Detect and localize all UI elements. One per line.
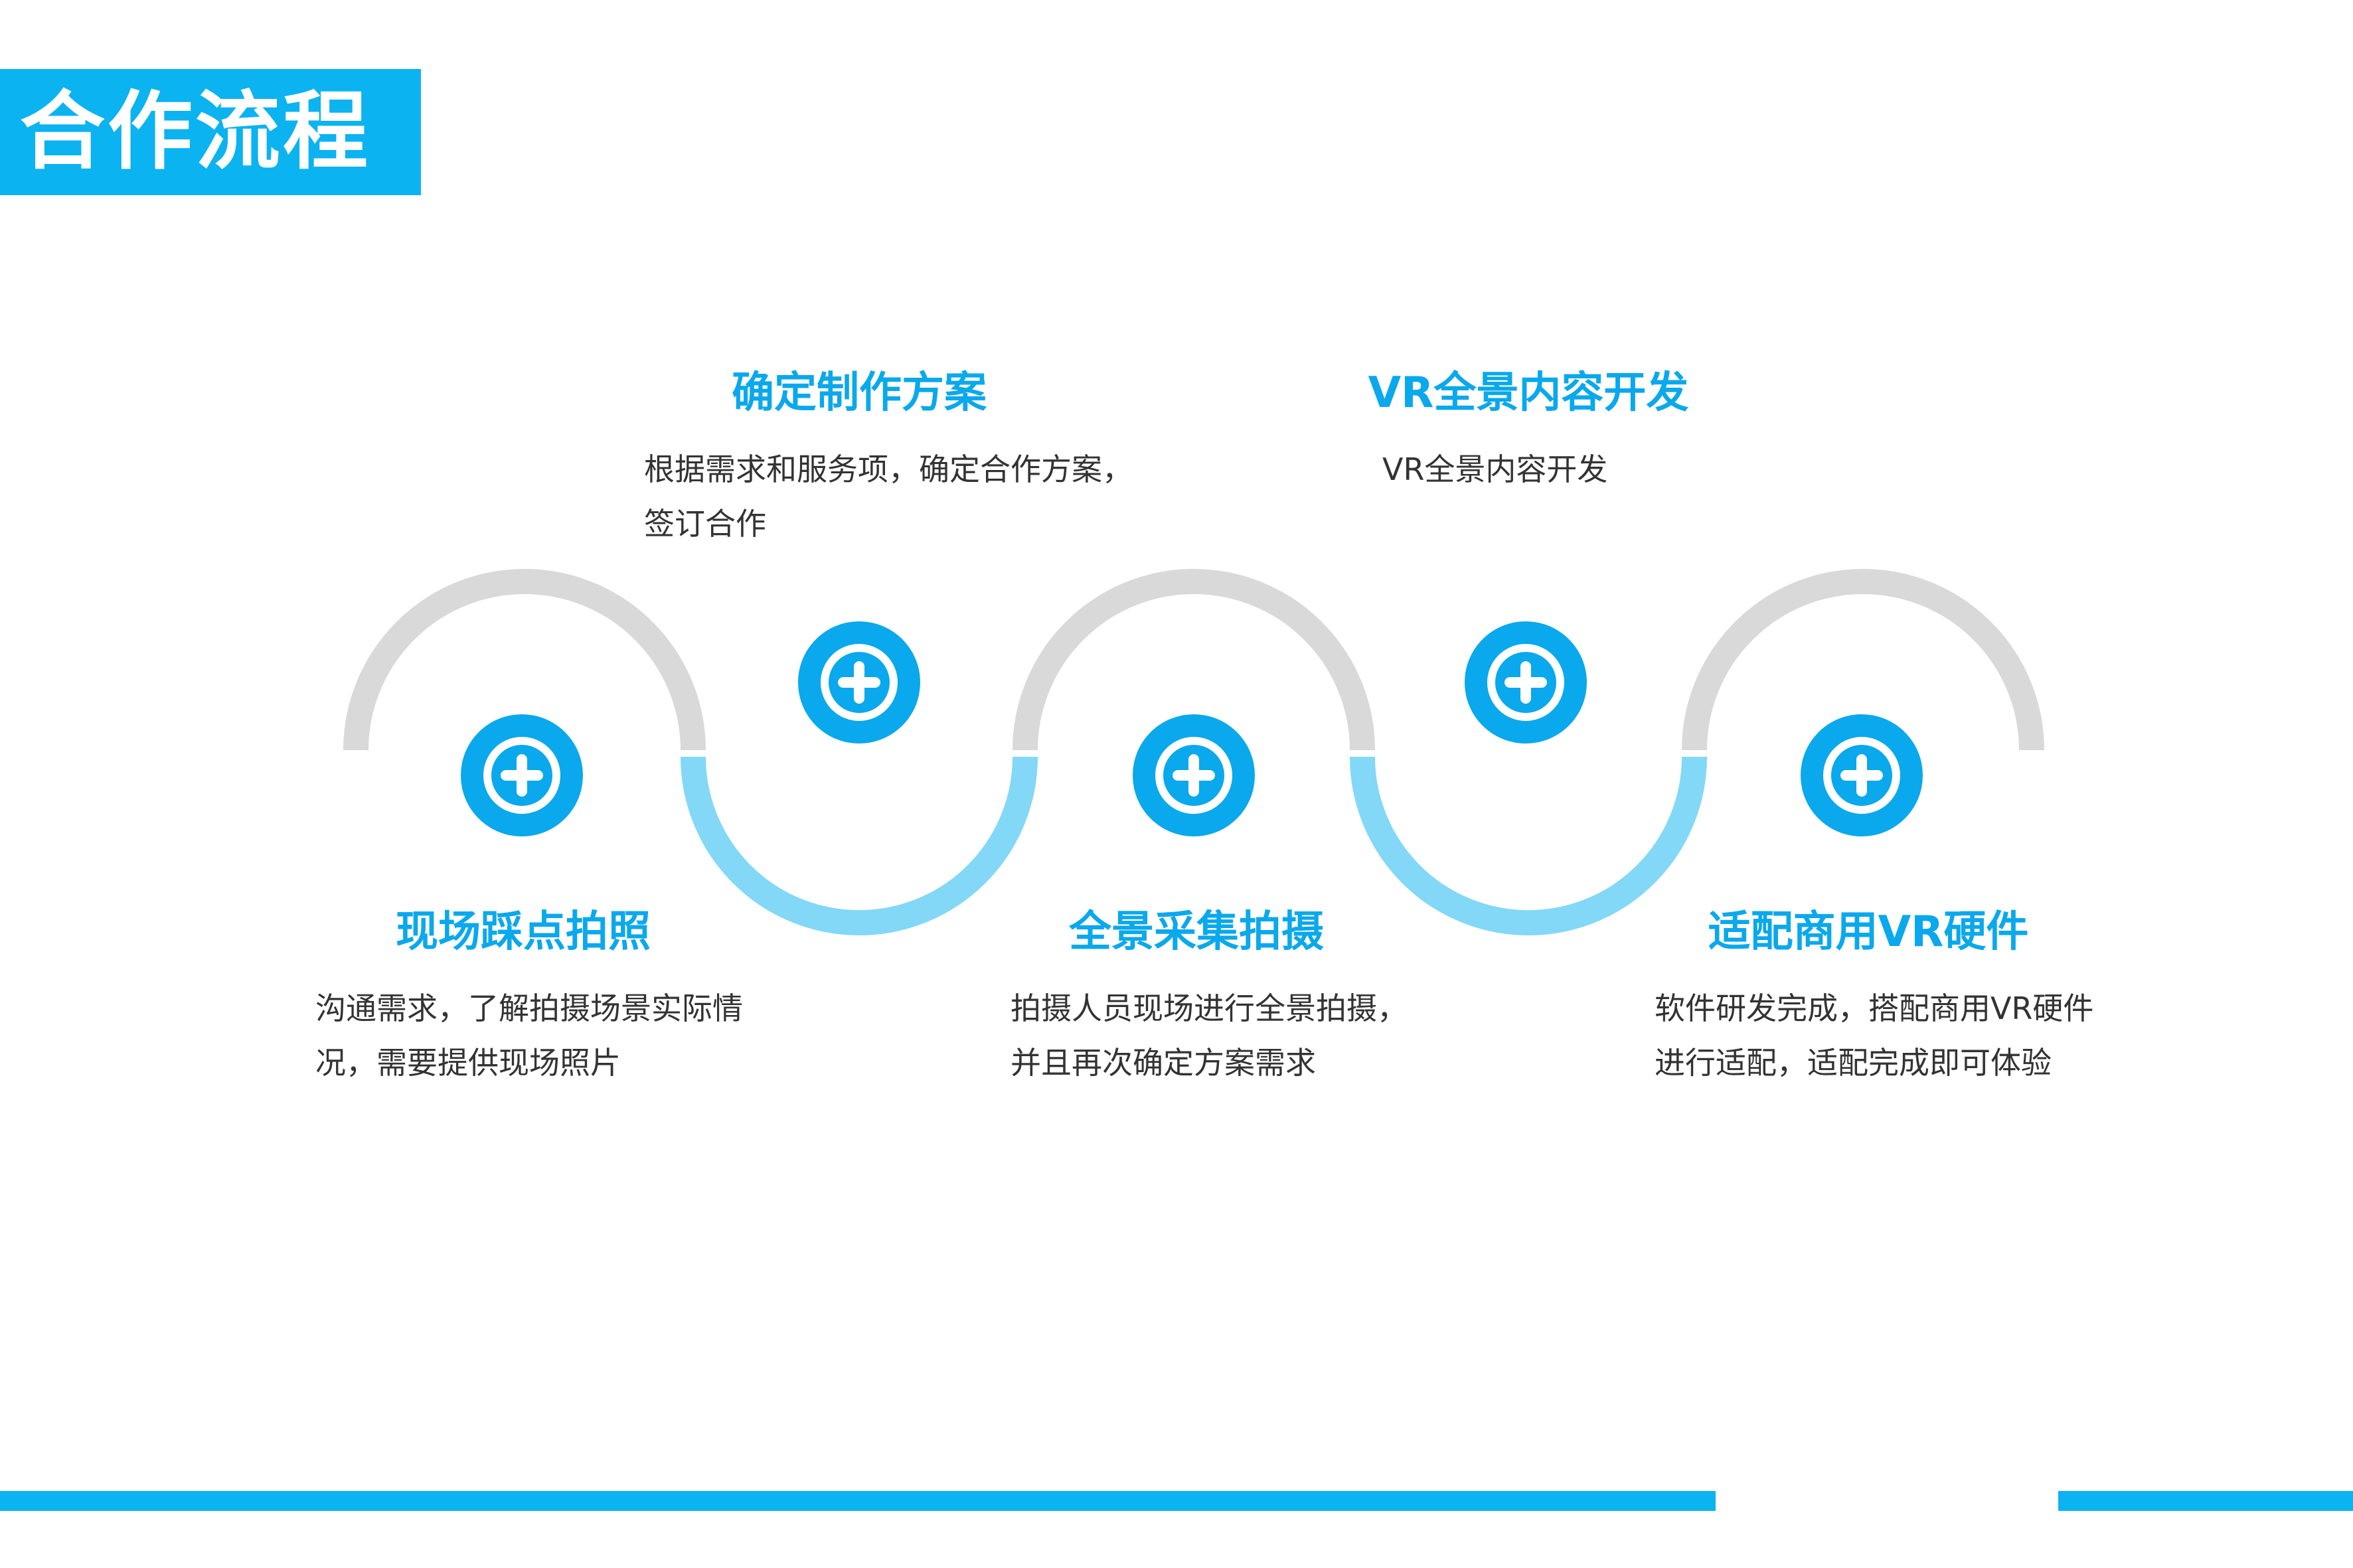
step-3-node: [1133, 714, 1255, 836]
step-5-desc-line-2: 进行适配，适配完成即可体验: [1655, 1045, 2052, 1081]
blue-arc-1: [681, 756, 1038, 935]
gray-arc-3: [1682, 569, 2044, 751]
step-3-desc-line-1: 拍摄人员现场进行全景拍摄，: [1011, 990, 1408, 1026]
step-5-description: 软件研发完成，搭配商用VR硬件 进行适配，适配完成即可体验: [1655, 981, 2133, 1090]
step-5-node: [1801, 714, 1923, 836]
page-title-banner: 合作流程: [0, 69, 421, 195]
step-3-title: 全景采集拍摄: [1069, 907, 1324, 957]
footer-bar-left: [0, 1491, 1716, 1511]
step-1-description: 沟通需求，了解拍摄场景实际情 况，需要提供现场照片: [315, 981, 793, 1090]
plus-circle-icon: [798, 621, 920, 744]
plus-circle-icon: [1465, 621, 1587, 744]
step-1-desc-line-2: 况，需要提供现场照片: [315, 1045, 621, 1081]
plus-circle-icon: [1133, 714, 1255, 836]
plus-circle-icon: [461, 714, 583, 836]
plus-circle-icon: [1801, 714, 1923, 836]
step-5-desc-line-1: 软件研发完成，搭配商用VR硬件: [1655, 990, 2094, 1026]
step-1-desc-line-1: 沟通需求，了解拍摄场景实际情: [315, 990, 743, 1026]
step-2-desc-line-1: 根据需求和服务项，确定合作方案，: [644, 451, 1133, 487]
step-4-title: VR全景内容开发: [1368, 368, 1689, 418]
step-4-description: VR全景内容开发: [1382, 442, 1860, 497]
step-2-node: [798, 621, 920, 744]
step-5-title: 适配商用VR硬件: [1708, 907, 2029, 957]
step-3-description: 拍摄人员现场进行全景拍摄， 并且再次确定方案需求: [1011, 981, 1489, 1090]
footer-bar-right: [2058, 1491, 2353, 1511]
step-4-desc-line-1: VR全景内容开发: [1382, 451, 1608, 487]
gray-arc-2: [1013, 569, 1375, 751]
step-2-title: 确定制作方案: [732, 368, 987, 418]
page-title: 合作流程: [20, 82, 371, 181]
step-4-node: [1465, 621, 1587, 744]
blue-arc-2: [1350, 756, 1707, 935]
gray-arc-1: [343, 569, 706, 751]
step-3-desc-line-2: 并且再次确定方案需求: [1011, 1045, 1316, 1081]
step-1-node: [461, 714, 583, 836]
step-2-description: 根据需求和服务项，确定合作方案， 签订合作: [644, 442, 1133, 551]
step-2-desc-line-2: 签订合作: [644, 506, 766, 542]
step-1-title: 现场踩点拍照: [396, 907, 651, 957]
